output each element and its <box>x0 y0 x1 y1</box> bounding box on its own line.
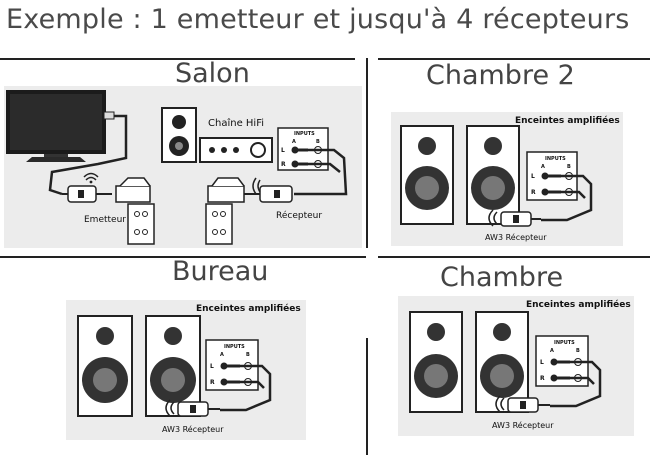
svg-text:INPUTS: INPUTS <box>294 131 315 137</box>
svg-text:INPUTS: INPUTS <box>224 344 245 350</box>
chambre2-diagram: Enceintes amplifiées INPUTS A B L R AW3 … <box>391 112 623 246</box>
hifi-speaker-icon <box>161 107 197 163</box>
divider-middle-right <box>378 256 650 258</box>
right-speaker-icon <box>145 315 201 417</box>
chambre-diagram: Enceintes amplifiées INPUTS A B L R AW3 … <box>398 296 634 436</box>
receiver-icon <box>252 177 293 203</box>
receiver-label: AW3 Récepteur <box>492 420 554 430</box>
room-title-salon: Salon <box>175 58 250 89</box>
receiver-label: Récepteur <box>276 210 322 221</box>
receiver-icon <box>495 395 550 413</box>
room-title-chambre: Chambre <box>440 262 564 293</box>
room-title-chambre2: Chambre 2 <box>426 60 575 91</box>
svg-text:L: L <box>281 147 285 154</box>
power-outlet-icon <box>115 177 155 245</box>
bureau-diagram: Enceintes amplifiées INPUTS A B L R AW3 … <box>66 300 306 440</box>
svg-text:R: R <box>531 189 536 196</box>
divider-vertical-top <box>366 58 368 248</box>
divider-middle-left <box>0 256 366 258</box>
svg-text:L: L <box>540 359 544 366</box>
receiver-icon <box>165 399 220 417</box>
svg-text:B: B <box>576 348 580 354</box>
speakers-label: Enceintes amplifiées <box>196 303 301 314</box>
svg-text:B: B <box>567 164 571 170</box>
divider-top-left <box>0 58 355 60</box>
svg-text:B: B <box>246 352 250 358</box>
receiver-icon <box>488 209 541 227</box>
svg-text:A: A <box>292 139 296 145</box>
svg-text:R: R <box>540 375 545 382</box>
room-title-bureau: Bureau <box>172 256 269 287</box>
amplifier-icon <box>199 137 273 163</box>
transmitter-icon <box>62 172 112 203</box>
hifi-label: Chaîne HiFi <box>208 117 264 129</box>
svg-text:A: A <box>550 348 554 354</box>
right-speaker-icon <box>466 125 520 225</box>
divider-vertical-bottom <box>366 338 368 455</box>
svg-text:L: L <box>210 363 214 370</box>
svg-text:L: L <box>531 173 535 180</box>
svg-text:B: B <box>316 139 320 145</box>
svg-text:R: R <box>281 161 286 168</box>
speakers-label: Enceintes amplifiées <box>515 115 620 126</box>
divider-top-right <box>378 58 650 60</box>
svg-text:A: A <box>220 352 224 358</box>
transmitter-label: Emetteur <box>84 215 126 225</box>
svg-text:R: R <box>210 379 215 386</box>
receiver-label: AW3 Récepteur <box>485 232 547 242</box>
left-speaker-icon <box>409 311 463 413</box>
svg-text:INPUTS: INPUTS <box>554 340 575 346</box>
page-title: Exemple : 1 emetteur et jusqu'à 4 récept… <box>6 4 630 35</box>
power-outlet-icon <box>205 177 260 245</box>
speakers-label: Enceintes amplifiées <box>526 299 631 310</box>
left-speaker-icon <box>77 315 133 417</box>
receiver-label: AW3 Récepteur <box>162 424 224 434</box>
tv-icon <box>6 90 106 162</box>
right-speaker-icon <box>475 311 529 413</box>
salon-diagram: Emetteur Chaîne HiFi INPUTS A B L R <box>4 86 362 248</box>
svg-text:INPUTS: INPUTS <box>545 156 566 162</box>
svg-text:A: A <box>541 164 545 170</box>
left-speaker-icon <box>400 125 454 225</box>
